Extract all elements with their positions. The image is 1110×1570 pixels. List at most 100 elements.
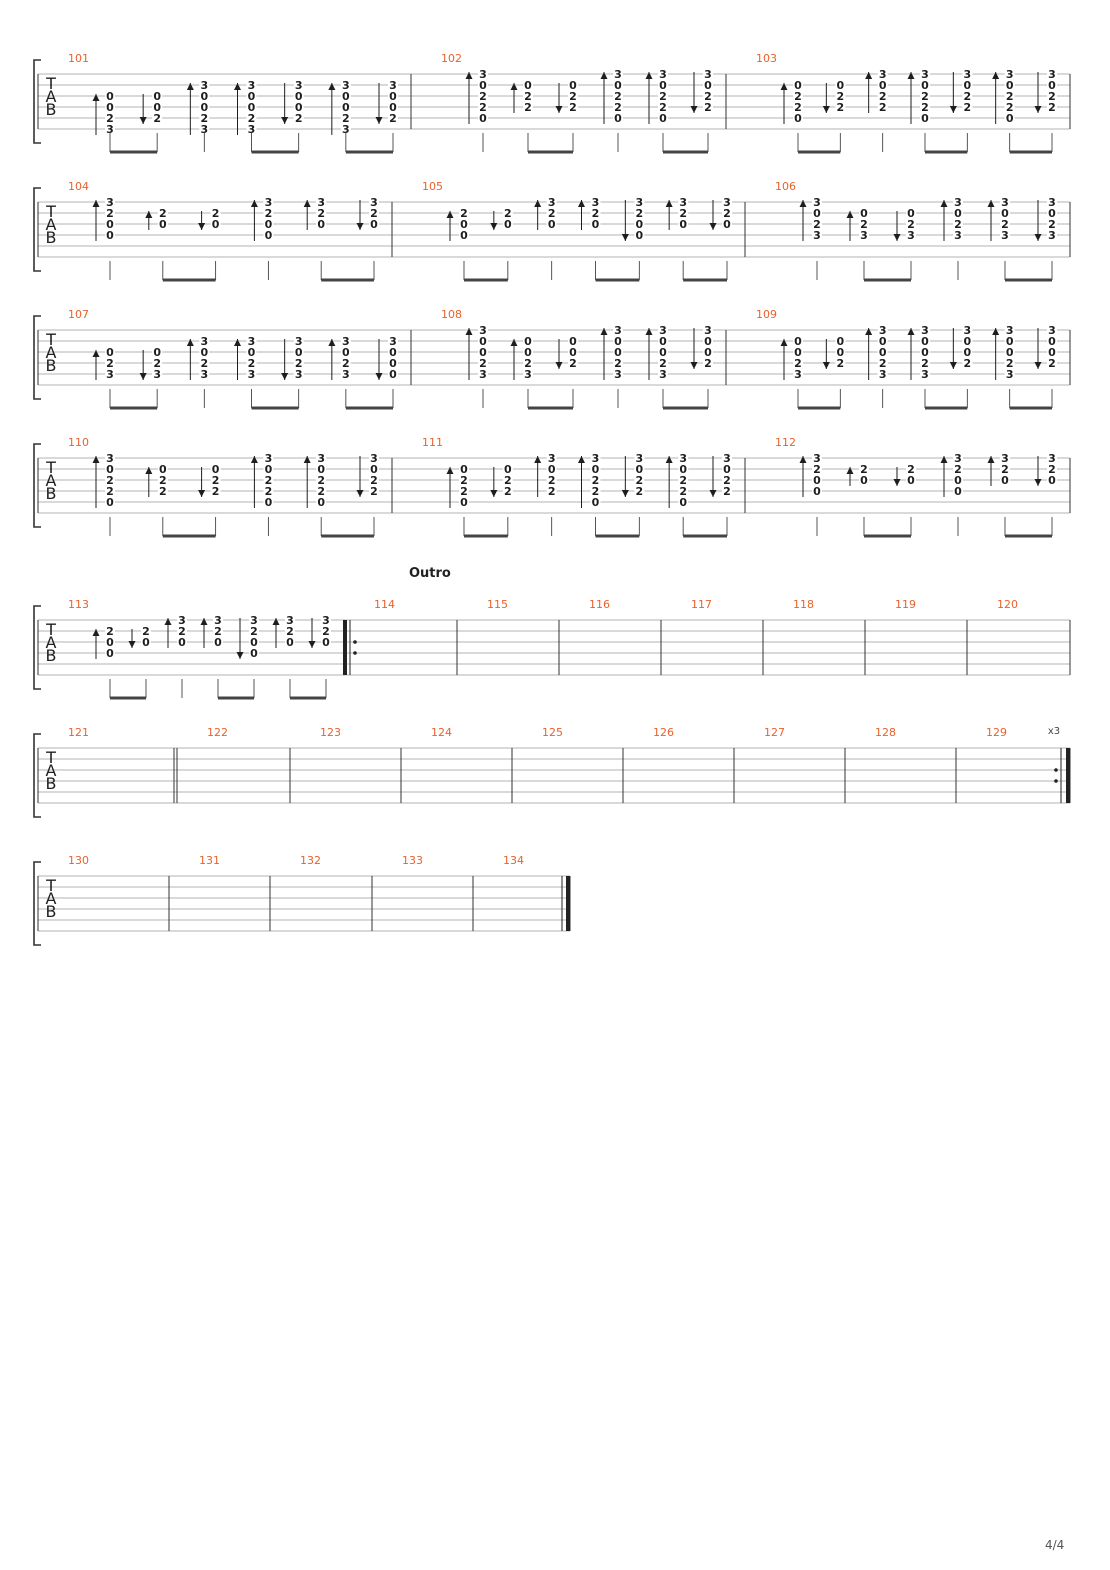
fret-number: 3 [592, 196, 600, 209]
fret-mask [157, 219, 168, 230]
fret-number: 0 [1048, 346, 1056, 359]
fret-number: 2 [837, 90, 845, 103]
fret-number: 0 [106, 647, 114, 660]
strum-up-arrow [865, 328, 873, 335]
fret-number: 0 [636, 463, 644, 476]
fret-mask [263, 497, 274, 508]
fret-number: 2 [1048, 101, 1056, 114]
measure-number: 127 [764, 726, 785, 739]
strum-down-arrow [128, 641, 136, 648]
fret-number: 0 [524, 346, 532, 359]
strum-up-arrow [799, 200, 807, 207]
fret-number: 0 [954, 207, 962, 220]
fret-mask [877, 91, 888, 102]
strum-down-arrow [1034, 106, 1042, 113]
fret-number: 3 [659, 324, 667, 337]
fret-mask [962, 358, 973, 369]
fret-number: 2 [614, 90, 622, 103]
fret-number: 0 [907, 207, 915, 220]
measure-number: 107 [68, 308, 89, 321]
fret-number: 2 [879, 357, 887, 370]
fret-mask [906, 208, 916, 219]
fret-mask [658, 102, 668, 113]
fret-mask [105, 369, 115, 380]
strum-up-arrow [940, 456, 948, 463]
fret-mask [953, 219, 963, 230]
fret-mask [920, 113, 930, 124]
fret-number: 3 [322, 614, 330, 627]
fret-mask [1047, 475, 1057, 486]
fret-number: 2 [679, 474, 687, 487]
tab-clef-letter: B [46, 228, 57, 247]
strum-up-arrow [465, 328, 473, 335]
fret-number: 2 [964, 357, 972, 370]
fret-number: 3 [794, 368, 802, 381]
fret-number: 3 [879, 368, 887, 381]
fret-mask [105, 626, 115, 637]
fret-mask [523, 91, 533, 102]
fret-mask [459, 486, 469, 497]
fret-number: 3 [317, 196, 325, 209]
fret-mask [316, 497, 327, 508]
fret-mask [293, 91, 304, 102]
fret-mask [152, 102, 163, 113]
fret-number: 0 [479, 112, 487, 125]
fret-number: 0 [250, 636, 258, 649]
fret-number: 0 [794, 79, 802, 92]
fret-number: 0 [679, 496, 687, 509]
fret-mask [340, 358, 351, 369]
fret-mask [316, 475, 327, 486]
strum-down-arrow [356, 490, 364, 497]
fret-number: 2 [106, 485, 114, 498]
fret-number: 2 [370, 474, 378, 487]
fret-mask [658, 69, 668, 80]
fret-mask [340, 336, 351, 347]
fret-number: 3 [295, 368, 303, 381]
tab-clef-letter: B [46, 356, 57, 375]
fret-mask [210, 208, 221, 219]
fret-number: 3 [201, 79, 209, 92]
fret-number: 2 [479, 90, 487, 103]
fret-number: 0 [460, 463, 468, 476]
fret-number: 0 [286, 636, 294, 649]
fret-mask [658, 113, 668, 124]
fret-mask [1047, 102, 1057, 113]
strum-up-arrow [846, 211, 854, 218]
fret-number: 0 [479, 346, 487, 359]
fret-mask [1047, 453, 1057, 464]
system-bracket [33, 733, 41, 818]
fret-number: 2 [265, 474, 273, 487]
fret-number: 3 [907, 229, 915, 242]
fret-number: 0 [860, 474, 868, 487]
fret-mask [1004, 325, 1015, 336]
fret-mask [213, 615, 223, 626]
fret-mask [199, 124, 210, 135]
strum-down-arrow [490, 490, 498, 497]
strum-down-arrow [621, 234, 629, 241]
fret-mask [502, 464, 513, 475]
fret-number: 3 [248, 79, 256, 92]
fret-number: 2 [248, 112, 256, 125]
fret-mask [263, 208, 274, 219]
fret-number: 3 [342, 368, 350, 381]
fret-mask [369, 208, 379, 219]
fret-number: 0 [614, 346, 622, 359]
fret-number: 0 [548, 218, 556, 231]
tab-clef-letter: A [46, 633, 57, 652]
fret-number: 2 [813, 463, 821, 476]
fret-mask [568, 80, 578, 91]
fret-number: 3 [295, 79, 303, 92]
fret-number: 0 [265, 463, 273, 476]
fret-mask [678, 197, 689, 208]
fret-mask [293, 336, 304, 347]
fret-mask [920, 336, 930, 347]
fret-number: 0 [322, 636, 330, 649]
fret-mask [722, 208, 732, 219]
fret-mask [678, 208, 689, 219]
strum-up-arrow [846, 467, 854, 474]
fret-mask [678, 453, 689, 464]
fret-number: 3 [106, 123, 114, 136]
fret-number: 0 [106, 90, 114, 103]
fret-mask [1004, 113, 1015, 124]
fret-number: 3 [479, 68, 487, 81]
